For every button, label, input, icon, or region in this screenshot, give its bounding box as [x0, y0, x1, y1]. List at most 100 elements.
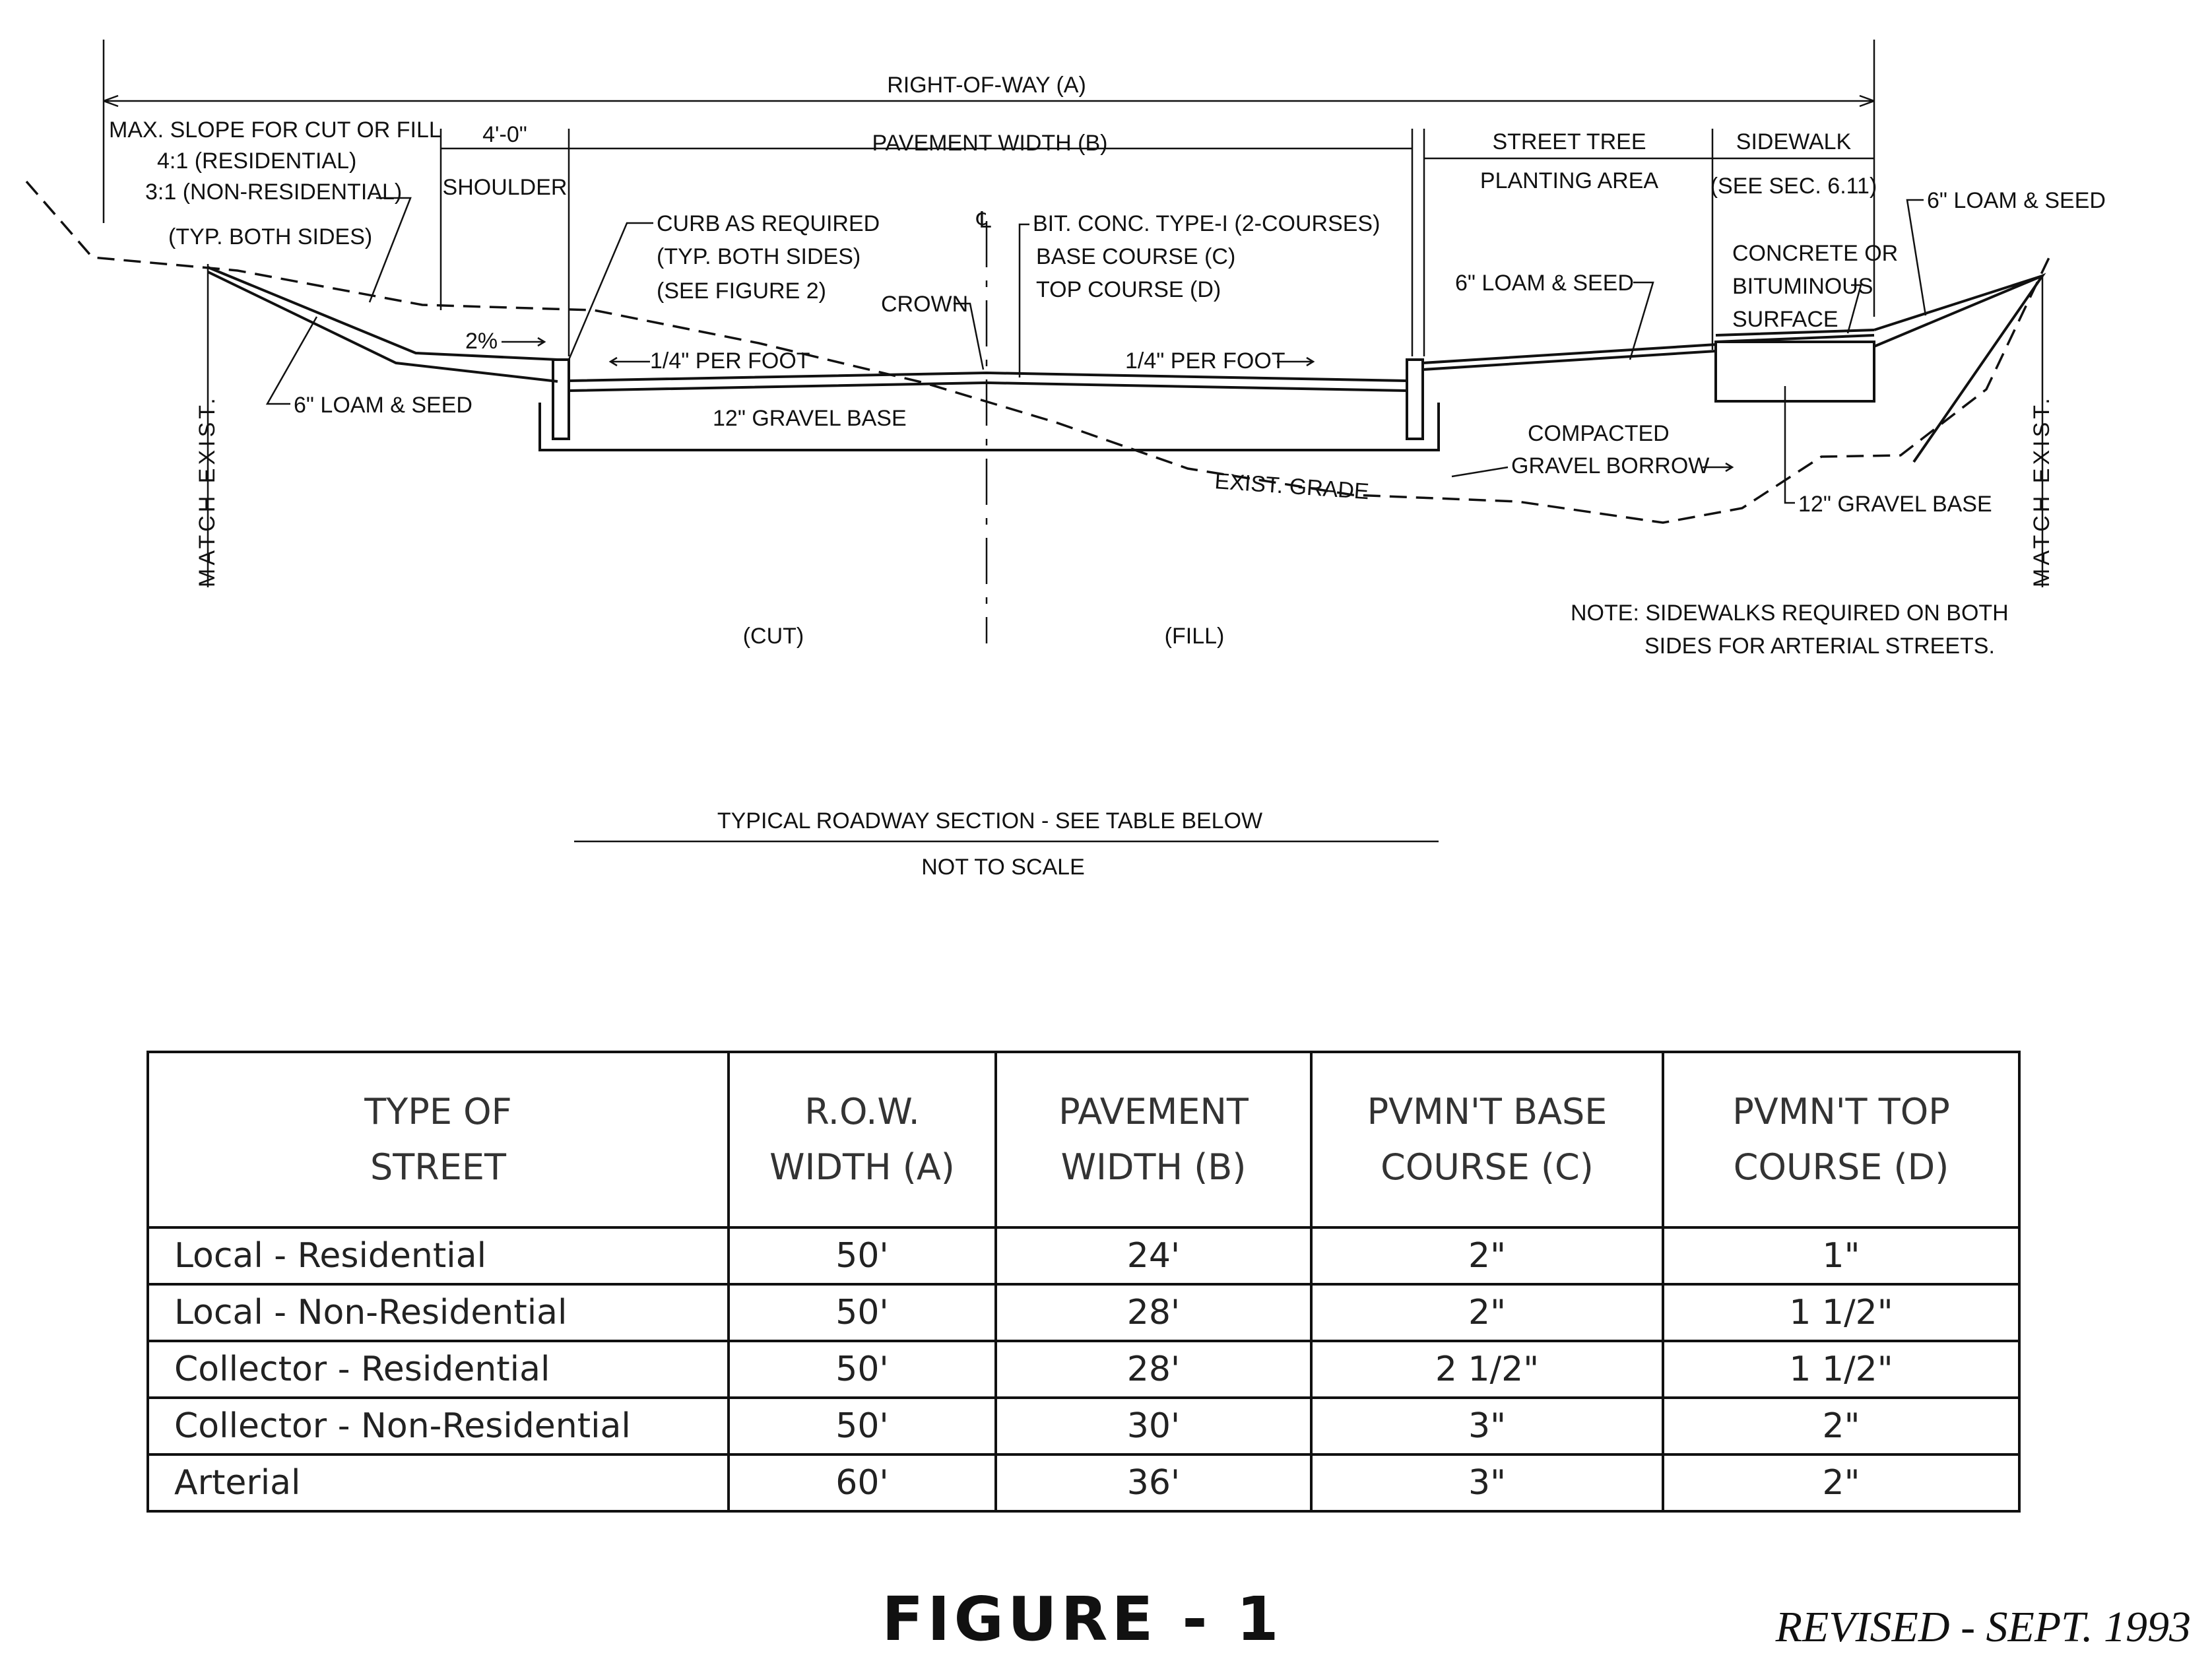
sidewalk-ref-label: (SEE SEC. 6.11): [1710, 174, 1877, 199]
match-exist-left: MATCH EXIST.: [195, 395, 220, 587]
concrete-line-2: BITUMINOUS: [1732, 274, 1873, 299]
base-course-cell: 2 1/2": [1310, 1340, 1664, 1399]
right-curb: [1406, 358, 1424, 440]
note-line-2: SIDES FOR ARTERIAL STREETS.: [1644, 634, 1995, 659]
roadway-section-drawing: RIGHT-OF-WAY (A) MAX. SLOPE FOR CUT OR F…: [25, 40, 2106, 880]
shoulder-dimension: 4'-0": [482, 122, 527, 147]
revised-date: REVISED - SEPT. 1993: [1775, 1603, 2191, 1651]
header-type-of-street: TYPE OF STREET: [146, 1051, 730, 1229]
loam-mid-label: 6" LOAM & SEED: [1455, 271, 1634, 296]
table-row: Local - Residential 50' 24' 2" 1": [146, 1226, 2021, 1286]
street-tree-label: STREET TREE: [1492, 129, 1646, 154]
loam-right-leader: [1906, 199, 1927, 316]
fill-label: (FILL): [1165, 624, 1225, 649]
row-arrows: [103, 94, 1875, 108]
top-course-cell: 2": [1662, 1396, 2021, 1456]
loam-right-label: 6" LOAM & SEED: [1927, 188, 2106, 213]
shoulder-label: SHOULDER: [443, 175, 568, 200]
street-type-cell: Arterial: [146, 1453, 730, 1513]
concrete-leader: [1846, 284, 1862, 334]
header-top-course: PVMN'T TOP COURSE (D): [1662, 1051, 2021, 1229]
header-pavement-width: PAVEMENT WIDTH (B): [994, 1051, 1313, 1229]
top-course-cell: 1 1/2": [1662, 1340, 2021, 1399]
street-type-cell: Collector - Non-Residential: [146, 1396, 730, 1456]
street-type-cell: Collector - Residential: [146, 1340, 730, 1399]
street-type-cell: Local - Residential: [146, 1226, 730, 1286]
max-slope-line-4: (TYP. BOTH SIDES): [168, 224, 372, 249]
match-exist-right: MATCH EXIST.: [2029, 395, 2054, 587]
left-curb: [552, 358, 570, 440]
base-course-cell: 3": [1310, 1453, 1664, 1513]
loam-mid-leader: [1629, 281, 1654, 360]
table-row: Local - Non-Residential 50' 28' 2" 1 1/2…: [146, 1283, 2021, 1342]
tree-area-grade: [1422, 343, 1716, 371]
cut-label: (CUT): [743, 624, 804, 649]
centerline-symbol: ℄: [976, 208, 991, 233]
top-course-cell: 1": [1662, 1226, 2021, 1286]
curb-note-3: (SEE FIGURE 2): [657, 278, 826, 304]
bit-conc-leader: [1018, 223, 1029, 377]
gravel-base: [538, 403, 1440, 451]
gravel-base-label: 12" GRAVEL BASE: [713, 406, 907, 431]
street-spec-table: TYPE OF STREET R.O.W. WIDTH (A) PAVEMENT…: [146, 1051, 2021, 1513]
row-width-cell: 50': [727, 1396, 997, 1456]
header-row-width: R.O.W. WIDTH (A): [727, 1051, 997, 1229]
pavement-bottom: [568, 381, 1408, 392]
cut-slope-bottom: [207, 271, 558, 383]
gravel-base-sw-leader: [1784, 386, 1795, 504]
pavement-width-cell: 36': [994, 1453, 1313, 1513]
section-title: TYPICAL ROADWAY SECTION - SEE TABLE BELO…: [717, 808, 1262, 833]
bit-conc-line-1: BIT. CONC. TYPE-I (2-COURSES): [1033, 211, 1380, 236]
table-row: Arterial 60' 36' 3" 2": [146, 1453, 2021, 1513]
fill-slope: [1873, 273, 2046, 463]
row-width-cell: 50': [727, 1340, 997, 1399]
street-type-cell: Local - Non-Residential: [146, 1283, 730, 1342]
planting-area-label: PLANTING AREA: [1480, 168, 1659, 193]
slope-2pct-arrow: [502, 337, 546, 347]
max-slope-leader: [368, 197, 412, 303]
row-width-cell: 60': [727, 1453, 997, 1513]
sidewalk-base: [1714, 341, 1875, 403]
gravel-base-sw-label: 12" GRAVEL BASE: [1798, 492, 1992, 517]
curb-note-2: (TYP. BOTH SIDES): [657, 244, 861, 269]
pavement-top: [568, 371, 1408, 382]
pavement-width-cell: 30': [994, 1396, 1313, 1456]
base-course-cell: 3": [1310, 1396, 1664, 1456]
table-row: Collector - Residential 50' 28' 2 1/2" 1…: [146, 1340, 2021, 1399]
curb-leader: [568, 222, 653, 360]
per-foot-left-label: 1/4" PER FOOT: [650, 348, 810, 374]
cut-slope-top: [207, 266, 558, 361]
pavement-width-label: PAVEMENT WIDTH (B): [872, 131, 1108, 156]
pavement-width-cell: 28': [994, 1340, 1313, 1399]
loam-left-label: 6" LOAM & SEED: [294, 393, 472, 418]
pavement-width-cell: 24': [994, 1226, 1313, 1286]
top-course-cell: 2": [1662, 1453, 2021, 1513]
table-header-row: TYPE OF STREET R.O.W. WIDTH (A) PAVEMENT…: [146, 1051, 2021, 1229]
header-base-course: PVMN'T BASE COURSE (C): [1310, 1051, 1664, 1229]
bit-conc-line-3: TOP COURSE (D): [1036, 277, 1221, 302]
table-row: Collector - Non-Residential 50' 30' 3" 2…: [146, 1396, 2021, 1456]
concrete-line-3: SURFACE: [1732, 307, 1838, 332]
compacted-arrows: [1451, 462, 1734, 478]
row-width-cell: 50': [727, 1283, 997, 1342]
per-foot-right-arrow: [1277, 356, 1315, 367]
sidewalk-label: SIDEWALK: [1736, 129, 1852, 154]
per-foot-right-label: 1/4" PER FOOT: [1125, 348, 1285, 374]
existing-grade-line: [25, 180, 2054, 524]
not-to-scale: NOT TO SCALE: [921, 855, 1085, 880]
top-course-cell: 1 1/2": [1662, 1283, 2021, 1342]
curb-note-1: CURB AS REQUIRED: [657, 211, 880, 236]
per-foot-left-arrow: [608, 356, 650, 367]
max-slope-line-3: 3:1 (NON-RESIDENTIAL): [145, 180, 402, 205]
base-course-cell: 2": [1310, 1226, 1664, 1286]
compacted-line-1: COMPACTED: [1528, 421, 1670, 446]
max-slope-line-1: MAX. SLOPE FOR CUT OR FILL: [109, 117, 441, 143]
slope-2pct-label: 2%: [465, 329, 498, 354]
exist-grade-label: EXIST. GRADE: [1214, 469, 1369, 504]
concrete-line-1: CONCRETE OR: [1732, 241, 1898, 266]
row-width-cell: 50': [727, 1226, 997, 1286]
base-course-cell: 2": [1310, 1283, 1664, 1342]
figure-title: FIGURE - 1: [882, 1584, 1283, 1654]
pavement-width-cell: 28': [994, 1283, 1313, 1342]
